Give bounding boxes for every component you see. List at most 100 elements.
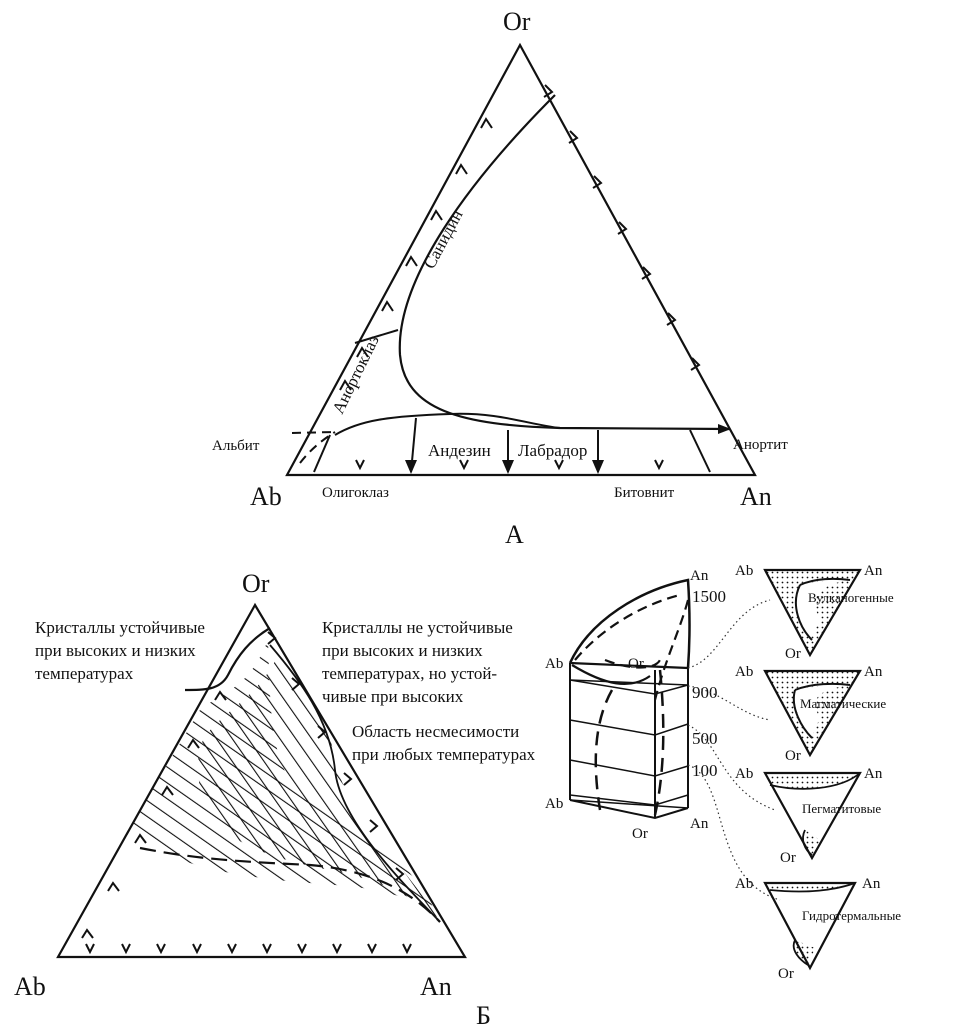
triangle-a-outline	[285, 42, 757, 477]
albite-boundary	[334, 412, 561, 436]
mini-pegmatite-fill-top	[765, 773, 860, 788]
note-immiscible: Область несмесимости при любых температу…	[352, 722, 536, 764]
arrowhead-a4	[718, 424, 731, 434]
mini-hydrothermal-outline	[763, 881, 857, 971]
prism-bottom	[569, 799, 689, 820]
temp-500: 500	[692, 729, 718, 748]
prism-dashed-columns	[594, 669, 665, 816]
caption-b: Б	[476, 1001, 491, 1030]
mini-hydrothermal-an: An	[862, 876, 881, 892]
note-stable: Кристаллы устойчивые при высоких и низки…	[35, 618, 205, 683]
prism-top-edge-front	[569, 661, 689, 670]
mini-magmatic-fill	[765, 671, 860, 755]
note-stable-line2: при высоких и низких	[35, 641, 196, 660]
mini-pegmatite-an: An	[864, 766, 883, 782]
note-unstable-line2: при высоких и низких	[322, 641, 483, 660]
mini-pegmatite-label: Пегматитовые	[802, 801, 881, 816]
mini-magmatic-outline	[763, 669, 862, 758]
diagram-a: Or Ab An Санидин Анортоклаз Альбит Анорт…	[212, 7, 788, 549]
mini-magmatic-label: Магматические	[800, 696, 886, 711]
mini-volcanic-or: Or	[785, 646, 801, 662]
prism-top-dashed	[574, 593, 690, 701]
mini-pegmatite-ab: Ab	[735, 766, 753, 782]
temp-1500: 1500	[692, 587, 726, 606]
prism-solvus	[571, 664, 651, 686]
sanidine-boundary	[398, 94, 731, 431]
diagram-b: Or Ab An Кристаллы устойчивые при высоки…	[14, 569, 536, 1030]
note-stable-line3: температурах	[35, 664, 134, 683]
temp-900: 900	[692, 683, 718, 702]
mini-volcanic-label: Вулканогенные	[808, 590, 894, 605]
mini-pegmatite-fill-bottom	[802, 830, 820, 855]
albite-dashed	[291, 431, 336, 464]
arrowhead-a1	[405, 460, 417, 474]
note-immiscible-line2: при любых температурах	[352, 745, 536, 764]
mini-magmatic-ab: Ab	[735, 664, 753, 680]
prism-label-an-top: An	[690, 568, 709, 584]
arrowhead-a3	[592, 460, 604, 474]
prism-dome	[568, 578, 691, 669]
division-oligoclase	[313, 434, 331, 473]
apex-an-b: An	[420, 972, 452, 1001]
prism-bottom-back	[569, 799, 689, 809]
mini-pegmatite: Ab An Or Пегматитовые	[735, 766, 883, 866]
apex-ab-a: Ab	[250, 482, 282, 511]
apex-or-b: Or	[242, 569, 270, 598]
mini-volcanic-an: An	[864, 563, 883, 579]
note-immiscible-line1: Область несмесимости	[352, 722, 519, 741]
left-edge-ticks-a	[339, 117, 493, 391]
mini-pegmatite-outline	[763, 771, 862, 861]
right-edge-ticks-b	[267, 631, 405, 881]
mini-volcanic-outline	[763, 568, 862, 658]
label-anorthite: Анортит	[733, 437, 788, 453]
bottom-edge-ticks-b	[85, 943, 412, 955]
right-edge-ticks-a	[543, 84, 701, 371]
label-bytownite: Битовнит	[614, 485, 675, 501]
mini-volcanic-ab: Ab	[735, 563, 753, 579]
arrowhead-a2	[502, 460, 514, 474]
mini-volcanic-fill	[765, 570, 860, 655]
label-andesine: Андезин	[428, 441, 491, 460]
prism-label-an-bottom: An	[690, 816, 709, 832]
prism-slices	[569, 679, 689, 806]
mini-triangles: Ab An Or Вулканогенные Ab An Or Магматич…	[735, 563, 901, 982]
unstable-boundary	[269, 644, 441, 923]
apex-ab-b: Ab	[14, 972, 46, 1001]
label-albite: Альбит	[212, 438, 260, 454]
label-oligoclase: Олигоклаз	[322, 485, 389, 501]
temp-100: 100	[692, 761, 718, 780]
bottom-edge-ticks-a	[355, 459, 664, 471]
note-unstable: Кристаллы не устойчивые при высоких и ни…	[322, 618, 513, 706]
mini-volcanic: Ab An Or Вулканогенные	[735, 563, 894, 662]
mini-magmatic: Ab An Or Магматические	[735, 664, 886, 764]
note-unstable-line1: Кристаллы не устойчивые	[322, 618, 513, 637]
left-edge-ticks-b	[81, 690, 227, 939]
mini-hydrothermal: Ab An Or Гидротермальные	[735, 876, 901, 982]
mini-hydrothermal-label: Гидротермальные	[802, 908, 901, 923]
mini-magmatic-or: Or	[785, 748, 801, 764]
division-anorthite	[689, 429, 711, 473]
note-stable-line1: Кристаллы устойчивые	[35, 618, 205, 637]
stable-boundary	[184, 627, 271, 692]
mini-magmatic-an: An	[864, 664, 883, 680]
apex-or-a: Or	[503, 7, 531, 36]
triangle-b-outline	[56, 602, 467, 959]
caption-a: А	[505, 520, 524, 549]
immiscible-dashed-boundary	[139, 846, 441, 923]
prism-label-or-bottom: Or	[632, 826, 648, 842]
prism-label-or-top: Or	[628, 656, 644, 672]
mini-hydrothermal-or: Or	[778, 966, 794, 982]
temperature-prism: An Ab Or Ab An Or 1500 900 500 100	[545, 568, 781, 901]
prism-label-ab-top: Ab	[545, 656, 563, 672]
note-unstable-line3: температурах, но устой-	[322, 664, 497, 683]
dotted-connectors	[687, 599, 781, 901]
label-anorthoclase: Анортоклаз	[329, 332, 383, 417]
mini-pegmatite-or: Or	[780, 850, 796, 866]
anorthoclase-tie-line	[354, 329, 399, 344]
note-unstable-line4: чивые при высоких	[322, 687, 464, 706]
mini-hydrothermal-fill-top	[765, 883, 855, 892]
label-labradorite: Лабрадор	[518, 441, 587, 460]
mini-hydrothermal-ab: Ab	[735, 876, 753, 892]
apex-an-a: An	[740, 482, 772, 511]
